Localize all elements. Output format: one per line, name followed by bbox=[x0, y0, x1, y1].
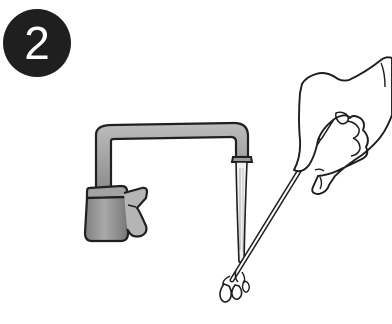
hand-icon bbox=[294, 57, 392, 194]
water-stream-icon bbox=[236, 162, 247, 262]
faucet-icon bbox=[85, 123, 252, 241]
